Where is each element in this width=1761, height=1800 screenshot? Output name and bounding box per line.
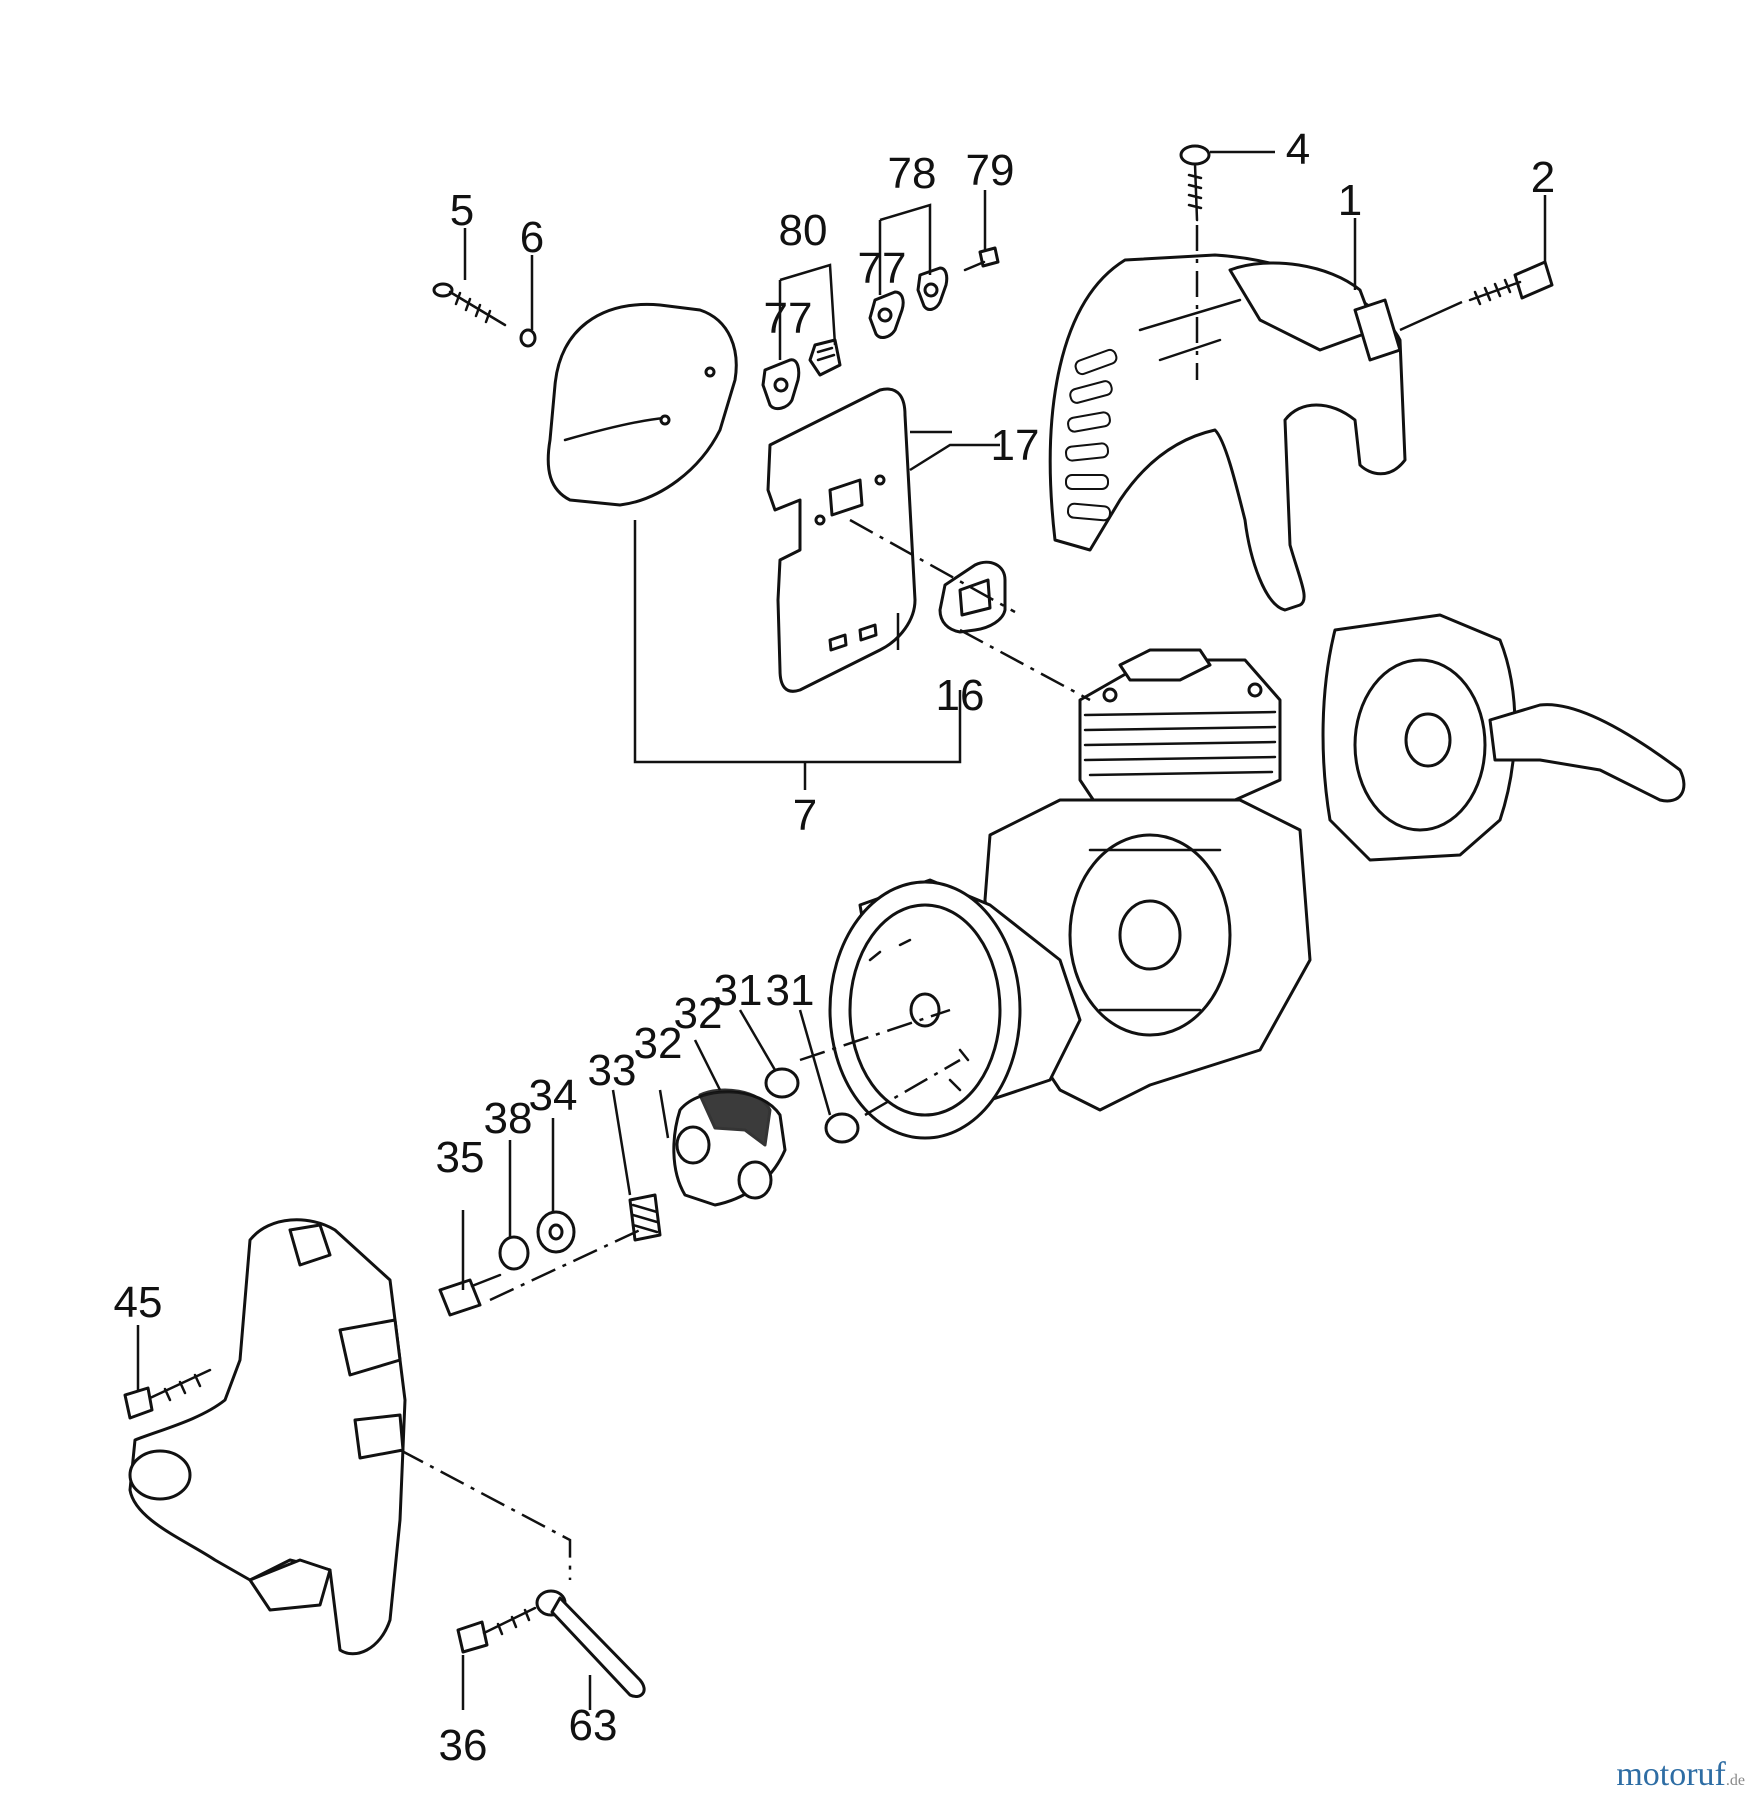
muffler-cover [546,302,738,507]
callout-79: 79 [966,146,1015,195]
bolt-35 [438,1273,502,1317]
washer-6 [519,328,537,348]
bolt-45 [123,1368,212,1420]
callout-16: 16 [936,671,985,720]
callout-33: 33 [588,1046,637,1095]
callout-labels: 1 2 4 5 6 7 16 17 31 31 32 32 33 34 38 3… [114,125,1556,1770]
callout-77-b: 77 [858,244,907,293]
exhaust-gasket [938,560,1007,634]
watermark-logo-main: motoruf [1616,1756,1726,1793]
callout-1: 1 [1338,176,1362,225]
engine-cover [1048,253,1407,612]
callout-35: 35 [436,1133,485,1182]
small-gaskets [761,266,949,411]
watermark-logo: motoruf.de [1616,1756,1745,1794]
callout-80: 80 [779,206,828,255]
clutch-shoes [628,1088,787,1242]
watermark-logo-tld: .de [1725,1772,1745,1789]
washer-31-a [764,1067,800,1099]
callout-4: 4 [1286,125,1310,174]
callout-2: 2 [1531,153,1555,202]
bolt-79 [963,246,1000,272]
callout-32-b: 32 [634,1019,683,1068]
callout-63: 63 [569,1701,618,1750]
heat-shield-plate [766,387,917,693]
recoil-starter [1321,613,1686,862]
washer-34-hole [548,1223,564,1241]
callout-32-a: 32 [674,989,723,1038]
cover-grille [1064,348,1118,522]
callout-7: 7 [793,791,817,840]
callout-36: 36 [439,1721,488,1770]
callout-6: 6 [520,213,544,262]
callout-31-a: 31 [714,966,763,1015]
screw-4 [1179,144,1275,380]
callout-34: 34 [529,1071,578,1120]
callout-17: 17 [991,421,1040,470]
rod-63 [535,1589,646,1698]
cylinder [1078,648,1282,822]
screw-2 [1399,260,1554,332]
bolt-5 [432,282,507,327]
leader-lines [136,190,1547,1710]
callout-78: 78 [888,149,937,198]
washer-31-b [824,1112,860,1144]
callout-38: 38 [484,1094,533,1143]
callout-45: 45 [114,1278,163,1327]
gear-case-housing [128,1218,407,1656]
bolt-36 [456,1606,537,1654]
callout-5: 5 [450,186,474,235]
callout-31-b: 31 [766,966,815,1015]
clutch-drum [828,878,1082,1140]
callout-77-a: 77 [764,294,813,343]
washer-38 [498,1235,530,1271]
